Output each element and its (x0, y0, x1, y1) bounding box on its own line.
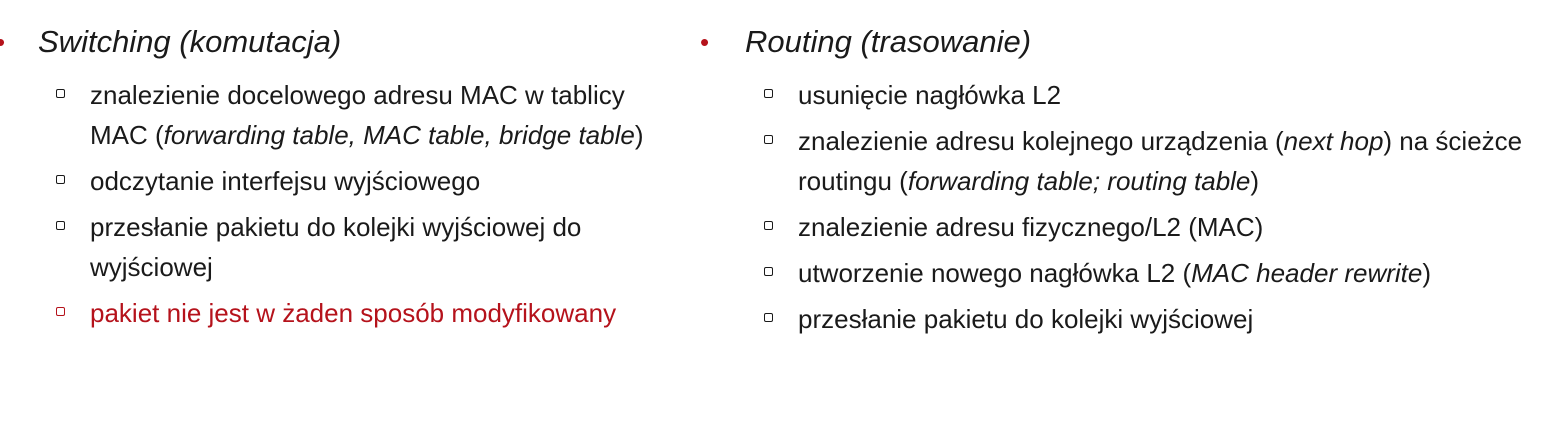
item-emphasis: next hop (1283, 126, 1384, 156)
item-emphasis: forwarding table; routing table (907, 166, 1251, 196)
checkbox-bullet-icon (764, 313, 773, 322)
switching-list: znalezienie docelowego adresu MAC w tabl… (0, 75, 680, 333)
switching-heading-text: Switching (komutacja) (38, 24, 342, 59)
item-text: ) (1250, 166, 1260, 196)
switching-item-not-modified: pakiet nie jest w żaden sposób modyfikow… (0, 293, 680, 333)
bullet-icon: • (0, 18, 5, 66)
item-text: ) na ścieżce routingu ( (798, 126, 1523, 196)
routing-list: usunięcie nagłówka L2 znalezienie adresu… (700, 75, 1540, 339)
item-text: przesłanie pakietu do kolejki wyjściowej (798, 304, 1254, 334)
checkbox-bullet-icon (764, 89, 773, 98)
routing-heading: • Routing (trasowanie) (700, 18, 1540, 66)
item-text: ) (1422, 258, 1432, 288)
switching-heading: • Switching (komutacja) (0, 18, 680, 66)
switching-item-forward-queue: przesłanie pakietu do kolejki wyjściowej… (0, 207, 680, 287)
routing-heading-text: Routing (trasowanie) (745, 24, 1032, 59)
item-text: przesłanie pakietu do kolejki wyjściowej… (90, 212, 582, 282)
item-text: utworzenie nowego nagłówka L2 ( (798, 258, 1192, 288)
item-text: znalezienie adresu kolejnego urządzenia … (798, 126, 1284, 156)
checkbox-bullet-icon (764, 267, 773, 276)
item-text: pakiet nie jest w żaden sposób modyfikow… (90, 298, 617, 328)
item-emphasis: MAC header rewrite (1191, 258, 1423, 288)
bullet-icon: • (700, 27, 710, 57)
routing-column: • Routing (trasowanie) usunięcie nagłówk… (700, 18, 1540, 345)
checkbox-bullet-icon (56, 307, 65, 316)
item-text: ) (634, 120, 644, 150)
checkbox-bullet-icon (764, 221, 773, 230)
checkbox-bullet-icon (764, 135, 773, 144)
checkbox-bullet-icon (56, 175, 65, 184)
routing-item-next-hop: znalezienie adresu kolejnego urządzenia … (700, 121, 1540, 201)
switching-item-mac-lookup: znalezienie docelowego adresu MAC w tabl… (0, 75, 680, 155)
checkbox-bullet-icon (56, 89, 65, 98)
item-text: odczytanie interfejsu wyjściowego (90, 166, 481, 196)
routing-item-new-header: utworzenie nowego nagłówka L2 (MAC heade… (700, 253, 1540, 293)
item-emphasis: forwarding table, MAC table, bridge tabl… (163, 120, 635, 150)
item-text: znalezienie adresu fizycznego/L2 (MAC) (798, 212, 1264, 242)
routing-item-forward-queue: przesłanie pakietu do kolejki wyjściowej (700, 299, 1540, 339)
routing-item-remove-header: usunięcie nagłówka L2 (700, 75, 1540, 115)
switching-column: • Switching (komutacja) znalezienie doce… (0, 18, 680, 339)
checkbox-bullet-icon (56, 221, 65, 230)
routing-item-physical-address: znalezienie adresu fizycznego/L2 (MAC) (700, 207, 1540, 247)
item-text: usunięcie nagłówka L2 (798, 80, 1062, 110)
switching-item-read-interface: odczytanie interfejsu wyjściowego (0, 161, 680, 201)
item-text: znalezienie docelowego adresu MAC w tabl… (90, 80, 625, 150)
